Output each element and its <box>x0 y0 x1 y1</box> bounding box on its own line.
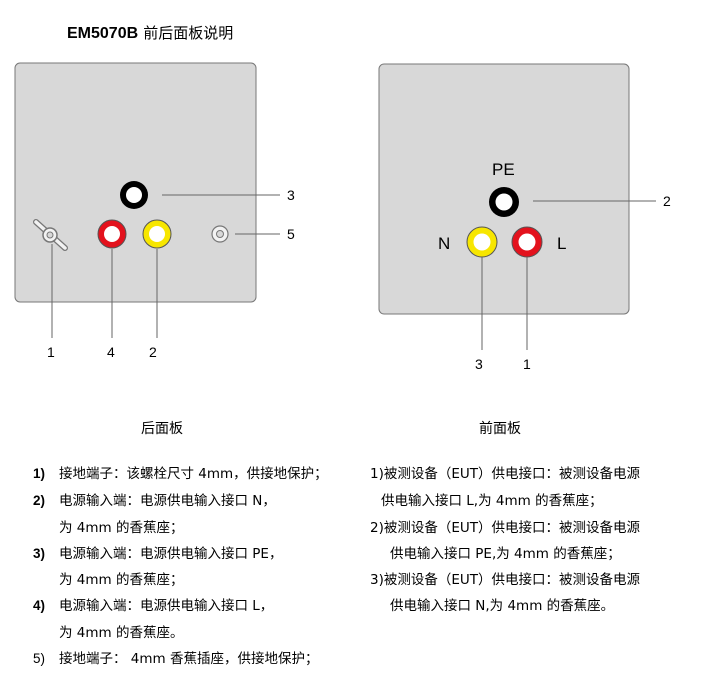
front-leader-lines <box>481 200 656 350</box>
left-note-5: 5) 接地端子： 4mm 香蕉插座，供接地保护； <box>33 651 318 667</box>
rear-panel-caption: 后面板 <box>141 421 183 437</box>
note-number: 1) <box>33 466 46 481</box>
front-label-pe: PE <box>492 160 515 179</box>
front-callout-1: 1 <box>523 356 531 372</box>
rear-leader-lines <box>51 194 280 338</box>
model-name: EM5070B <box>67 25 139 42</box>
front-n-jack-icon <box>466 226 498 258</box>
left-note-2: 2) 电源输入端：电源供电输入接口 N， <box>33 493 276 509</box>
rear-callout-1: 1 <box>47 344 55 360</box>
right-note-1-cont: 供电输入接口 L,为 4mm 的香蕉座； <box>381 493 603 509</box>
front-label-n: N <box>438 234 450 253</box>
front-callout-2: 2 <box>663 193 671 209</box>
left-note-3-cont: 为 4mm 的香蕉座； <box>59 572 184 588</box>
right-note-2-cont: 供电输入接口 PE,为 4mm 的香蕉座； <box>390 546 621 562</box>
right-note-3-cont: 供电输入接口 N,为 4mm 的香蕉座。 <box>390 598 615 614</box>
note-text: 接地端子：该螺栓尺寸 4mm，供接地保护； <box>59 466 328 482</box>
note-number: 4) <box>33 598 46 613</box>
note-number: 3) <box>33 546 46 561</box>
note-text: 电源输入端：电源供电输入接口 L， <box>59 598 274 614</box>
front-label-l: L <box>557 234 566 253</box>
left-note-2-cont: 为 4mm 的香蕉座； <box>59 520 184 536</box>
rear-callout-3: 3 <box>287 187 295 203</box>
note-number: 2) <box>33 493 46 508</box>
front-callout-3: 3 <box>475 356 483 372</box>
left-note-1: 1) 接地端子：该螺栓尺寸 4mm，供接地保护； <box>33 466 328 482</box>
left-note-4-cont: 为 4mm 的香蕉座。 <box>59 625 184 641</box>
rear-black-jack-icon <box>120 181 148 209</box>
front-panel-caption: 前面板 <box>479 421 521 437</box>
rear-callout-5: 5 <box>287 226 295 242</box>
right-note-1: 1)被测设备（EUT）供电接口：被测设备电源 <box>370 466 641 482</box>
note-number: 5) <box>33 651 46 666</box>
front-panel: PE N L 2 3 1 <box>378 63 671 372</box>
rear-yellow-jack-icon <box>142 219 172 249</box>
page-title: EM5070B 前后面板说明 <box>67 22 233 43</box>
rear-panel: 3 5 1 4 2 <box>14 62 295 360</box>
front-l-jack-icon <box>511 226 543 258</box>
left-note-4: 4) 电源输入端：电源供电输入接口 L， <box>33 598 273 614</box>
rear-callout-2: 2 <box>149 344 157 360</box>
note-text: 电源输入端：电源供电输入接口 N， <box>59 493 276 509</box>
rear-red-jack-icon <box>97 219 127 249</box>
note-text: 接地端子： 4mm 香蕉插座，供接地保护； <box>59 651 319 667</box>
rear-callout-4: 4 <box>107 344 115 360</box>
note-text: 电源输入端：电源供电输入接口 PE， <box>59 546 283 562</box>
title-text: 前后面板说明 <box>143 24 234 42</box>
right-note-2: 2)被测设备（EUT）供电接口：被测设备电源 <box>370 520 641 536</box>
left-note-3: 3) 电源输入端：电源供电输入接口 PE， <box>33 546 282 562</box>
rear-ground-socket-icon <box>211 225 229 243</box>
front-pe-jack-icon <box>489 187 519 217</box>
ground-screw-icon <box>33 219 68 251</box>
right-note-3: 3)被测设备（EUT）供电接口：被测设备电源 <box>370 572 641 588</box>
